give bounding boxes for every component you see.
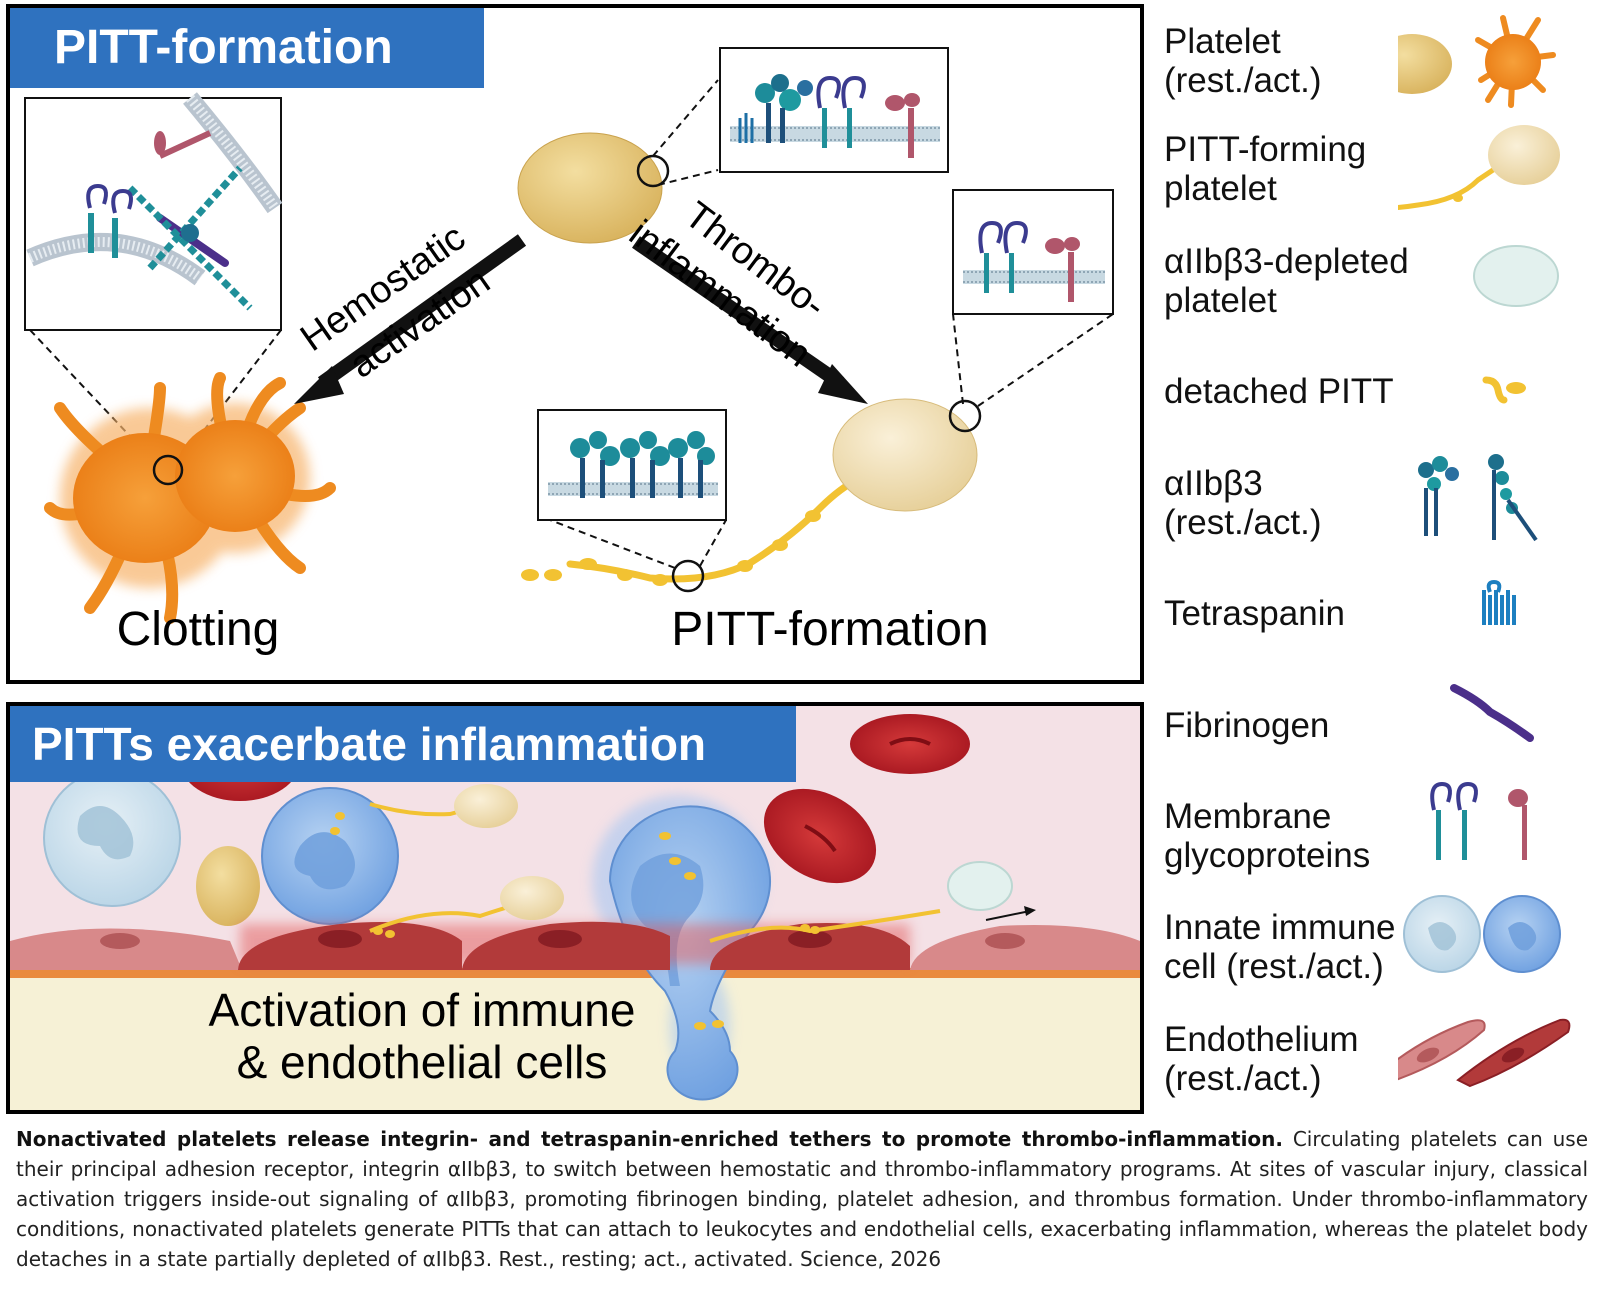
legend-label-glycoproteins: Membrane glycoproteins xyxy=(1164,797,1371,875)
arrow-hemostatic xyxy=(294,234,527,404)
legend-label-integrin: αIIbβ3 (rest./act.) xyxy=(1164,464,1322,542)
label-activation-line2: & endothelial cells xyxy=(237,1036,608,1088)
legend-label-fibrinogen: Fibrinogen xyxy=(1164,706,1330,745)
glycoprotein-icon xyxy=(1430,781,1528,860)
legend-label-platelet: Platelet (rest./act.) xyxy=(1164,22,1322,100)
legend-label-tetraspanin: Tetraspanin xyxy=(1164,594,1345,633)
detached-pitt-icon xyxy=(1482,376,1526,404)
panel-title-pitt-formation: PITT-formation xyxy=(10,8,484,88)
panel-inflammation: Activation of immune & endothelial cells… xyxy=(6,702,1144,1114)
pitt-forming-platelet xyxy=(521,398,982,593)
endothelium-icon xyxy=(1398,1018,1571,1088)
resting-immune-cell xyxy=(43,769,181,907)
arrow-thromboinflammation xyxy=(632,236,868,404)
legend-icons xyxy=(1398,15,1571,1088)
fibrinogen-icon xyxy=(1450,684,1534,742)
depleted-platelet-icon xyxy=(1473,245,1559,307)
label-clotting: Clotting xyxy=(117,603,280,656)
legend-label-detached-pitt: detached PITT xyxy=(1164,372,1394,411)
legend-label-pitt-forming: PITT-forming platelet xyxy=(1164,130,1367,208)
tissue-layer xyxy=(10,976,1140,1110)
platelet-icon xyxy=(1398,15,1556,108)
depleted-platelet-vessel xyxy=(947,861,1013,911)
endothelium xyxy=(10,921,1140,970)
panel2-diagram: Activation of immune & endothelial cells xyxy=(10,714,1140,1110)
pitt-fragments-vessel xyxy=(330,812,820,1030)
legend-label-endothelium: Endothelium (rest./act.) xyxy=(1164,1020,1359,1098)
resting-platelet xyxy=(517,132,663,244)
label-activation-line1: Activation of immune xyxy=(209,984,636,1036)
activated-immune-cell xyxy=(261,787,399,925)
detach-arrow xyxy=(985,906,1036,921)
legend-label-immune-cell: Innate immune cell (rest./act.) xyxy=(1164,908,1396,986)
panel1-diagram: Hemostatic activation Thrombo- inflammat… xyxy=(24,47,1114,656)
membrane-inset-right xyxy=(952,189,1114,315)
label-pitt-formation: PITT-formation xyxy=(671,603,988,656)
integrin-icon xyxy=(1418,454,1538,542)
caption-body: Circulating platelets can use their prin… xyxy=(16,1127,1588,1271)
pitt-platelet-2 xyxy=(500,876,564,920)
panel-title-inflammation: PITTs exacerbate inflammation xyxy=(10,706,796,782)
caption-title: Nonactivated platelets release integrin-… xyxy=(16,1127,1283,1151)
resting-platelet-vessel xyxy=(196,846,260,926)
tetraspanin-icon xyxy=(1482,579,1516,625)
pitt-forming-platelet-icon xyxy=(1398,125,1560,210)
clot-inset xyxy=(24,92,283,331)
pitt-platelet-1 xyxy=(454,784,518,828)
membrane-inset-bottom xyxy=(537,409,727,521)
membrane-inset-top xyxy=(719,47,949,173)
activated-platelets-clot xyxy=(44,372,336,624)
legend-label-depleted: αIIbβ3-depleted platelet xyxy=(1164,242,1409,320)
figure-caption: Nonactivated platelets release integrin-… xyxy=(16,1124,1588,1274)
panel-pitt-formation: PITT-formation xyxy=(6,4,1144,684)
